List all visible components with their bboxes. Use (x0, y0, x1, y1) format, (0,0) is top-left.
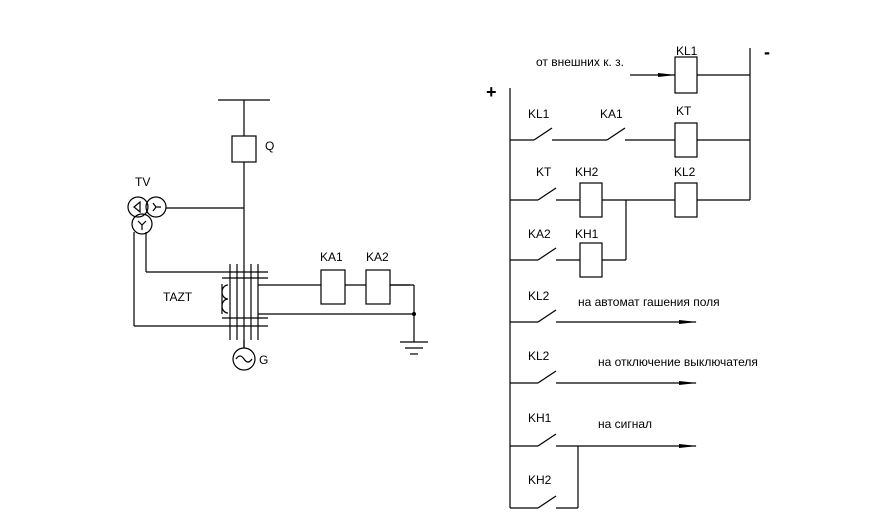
row3-coil-label: KH1 (575, 227, 599, 241)
external-sc-label: от внешних к. з. (536, 55, 624, 69)
coil-kt (674, 122, 698, 158)
coil-kl2 (674, 182, 698, 218)
contact-kl1 (533, 127, 553, 141)
row1-coil-label: KT (676, 104, 692, 118)
contact-kl2-b (537, 370, 557, 384)
contact-ka2 (537, 247, 557, 261)
row1-contact2-label: KA1 (600, 107, 623, 121)
tv-label: TV (135, 175, 150, 189)
contact-kl2-a (537, 309, 557, 323)
plus-label: + (486, 82, 497, 102)
row2-coil2-label: KL2 (674, 165, 696, 179)
ka2-label: KA2 (366, 250, 389, 264)
generator (232, 347, 256, 371)
wye-winding-icon (137, 220, 147, 230)
row1-contact1-label: KL1 (528, 107, 550, 121)
row7-contact-label: KH2 (528, 473, 552, 487)
coil-kh2 (579, 182, 603, 218)
tv-winding-right (145, 196, 167, 218)
row5-target-label: на отключение выключателя (598, 355, 758, 369)
right-schematic: + - от внешних к. з. KL1 KL1 KA1 KT KT K… (486, 42, 770, 509)
sine-wave-icon (235, 355, 253, 363)
generator-label: G (259, 353, 268, 367)
tazt-coil-left (221, 284, 229, 314)
row4-target-label: на автомат гашения поля (578, 295, 720, 309)
row4-contact-label: KL2 (528, 289, 550, 303)
row2-contact-label: KT (536, 165, 552, 179)
tv-winding-left (127, 196, 149, 218)
coil-kl1 (674, 56, 698, 94)
junction-dot (412, 312, 416, 316)
row6-target-label: на сигнал (598, 417, 652, 431)
minus-label: - (764, 42, 770, 62)
row6-contact-label: KH1 (528, 411, 552, 425)
coil-kh1 (579, 242, 603, 278)
row2-coil1-label: KH2 (575, 165, 599, 179)
breaker-q (231, 135, 257, 163)
tazt-label: TAZT (163, 290, 193, 304)
tv-winding-bottom (131, 213, 153, 235)
ka1-label: KA1 (320, 250, 343, 264)
breaker-label: Q (265, 139, 274, 153)
row3-contact-label: KA2 (528, 227, 551, 241)
contact-kh1 (537, 433, 557, 447)
left-schematic: Q TV TAZT G KA1 (127, 99, 428, 371)
relay-ka1 (320, 269, 346, 305)
contact-kt (537, 187, 557, 201)
contact-kh2 (537, 495, 557, 509)
row5-contact-label: KL2 (528, 349, 550, 363)
relay-ka2 (365, 269, 391, 305)
wye-winding-icon (152, 202, 161, 212)
contact-ka1 (606, 127, 626, 141)
ground-icon (400, 341, 428, 355)
delta-winding-icon (133, 200, 141, 214)
kl1-coil-label: KL1 (676, 44, 698, 58)
